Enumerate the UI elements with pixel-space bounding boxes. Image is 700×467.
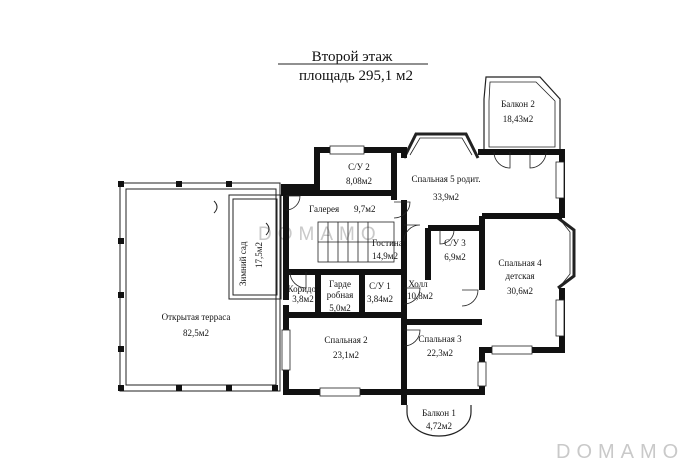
hall-living-area: 14,9м2 — [372, 251, 398, 261]
wardrobe-area: 5,0м2 — [329, 303, 350, 313]
balcony1-label: Балкон 1 — [422, 408, 456, 418]
winter-garden-label: Зимний сад — [238, 241, 248, 286]
bath1-area: 3,84м2 — [367, 294, 393, 304]
bedroom5-bay-window — [402, 132, 480, 159]
stairs — [317, 221, 395, 263]
winter-garden-area: 17,5м2 — [254, 242, 264, 268]
door-swings — [285, 151, 547, 347]
balcony2-rail — [488, 81, 556, 148]
bath2-area: 8,08м2 — [346, 176, 372, 186]
hall-label: Холл — [408, 279, 428, 289]
terrace-area: 82,5м2 — [183, 328, 209, 338]
winter-garden-glazing — [213, 194, 282, 300]
bay-window-glass-right — [561, 221, 571, 285]
terrace-outline — [119, 182, 281, 392]
balcony2-label: Балкон 2 — [501, 99, 535, 109]
hall-area: 10,8м2 — [407, 291, 433, 301]
bay-window-glass — [409, 137, 473, 156]
bath3-area: 6,9м2 — [444, 252, 465, 262]
bedroom4-label: Спальная 4 — [498, 258, 542, 268]
bath1-label: С/У 1 — [369, 281, 391, 291]
bath2-label: С/У 2 — [348, 162, 370, 172]
bedroom4-bay-window — [557, 216, 576, 290]
wardrobe-label-2: робная — [327, 290, 354, 300]
balcony1-area: 4,72м2 — [426, 421, 452, 431]
hall-living-label: Гостиная — [372, 238, 407, 248]
corridor-label: Коридор — [288, 284, 321, 294]
windows — [281, 145, 565, 397]
bedroom3-area: 22,3м2 — [427, 348, 453, 358]
terrace-posts — [118, 181, 278, 391]
plan-title: Второй этаж — [312, 49, 393, 65]
balcony1-outline — [406, 405, 472, 437]
bedroom5-label: Спальная 5 родит. — [411, 174, 480, 184]
terrace-label: Открытая терраса — [162, 312, 231, 322]
watermark-corner: DOMAMO — [556, 441, 684, 463]
gallery-label: Галерея — [309, 204, 339, 214]
bedroom4-label-2: детская — [506, 271, 535, 281]
corridor-area: 3,8м2 — [292, 294, 313, 304]
balcony2-area: 18,43м2 — [503, 114, 533, 124]
plan-subtitle: площадь 295,1 м2 — [299, 68, 413, 84]
bedroom2-label: Спальная 2 — [324, 335, 367, 345]
bedroom3-label: Спальная 3 — [418, 334, 462, 344]
gallery-area: 9,7м2 — [354, 204, 375, 214]
bedroom5-area: 33,9м2 — [433, 192, 459, 202]
bath3-label: С/У 3 — [444, 238, 466, 248]
bedroom2-area: 23,1м2 — [333, 350, 359, 360]
wardrobe-label: Гарде — [329, 279, 351, 289]
bedroom4-area: 30,6м2 — [507, 286, 533, 296]
